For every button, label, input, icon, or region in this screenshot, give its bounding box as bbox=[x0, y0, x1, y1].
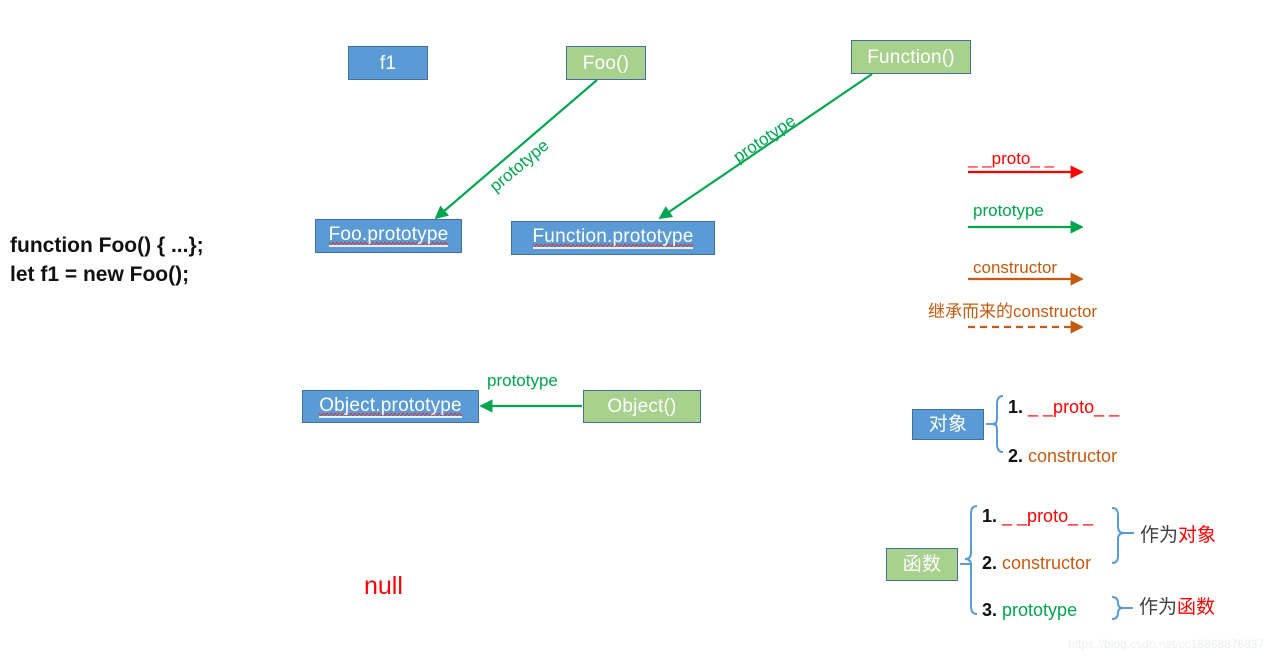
legend-label-constructor: constructor bbox=[973, 258, 1058, 277]
function-subbrace-as-function bbox=[1111, 596, 1124, 620]
legend-label-prototype: prototype bbox=[973, 201, 1044, 220]
function-group-item-2-text: constructor bbox=[1002, 553, 1092, 573]
node-object-prototype[interactable]: Object.prototype bbox=[302, 390, 479, 423]
code-line-2: let f1 = new Foo(); bbox=[10, 262, 190, 286]
node-foo-function-label: Foo() bbox=[582, 52, 630, 74]
object-group-item-2: 2. constructor bbox=[1008, 447, 1117, 465]
annotation-as-function-prefix: 作为 bbox=[1139, 597, 1178, 618]
edge-label-foo-prototype: prototype bbox=[485, 135, 553, 196]
node-function-group[interactable]: 函数 bbox=[886, 548, 958, 581]
node-function-function[interactable]: Function() bbox=[851, 40, 971, 74]
object-group-item-1: 1. _ _proto_ _ bbox=[1008, 398, 1119, 416]
node-foo-prototype[interactable]: Foo.prototype bbox=[315, 219, 462, 253]
edge-label-object-prototype: prototype bbox=[487, 371, 558, 390]
node-foo-function[interactable]: Foo() bbox=[566, 46, 646, 80]
node-object-group[interactable]: 对象 bbox=[912, 409, 984, 440]
edge-label-function-prototype: prototype bbox=[729, 110, 800, 167]
function-subbrace-as-object bbox=[1111, 507, 1125, 564]
annotation-as-function: 作为函数 bbox=[1139, 598, 1215, 617]
arrow-foo-to-foo-prototype bbox=[434, 79, 598, 220]
node-object-function-label: Object() bbox=[607, 396, 677, 417]
annotation-as-object: 作为对象 bbox=[1140, 526, 1216, 545]
function-group-item-3-text: prototype bbox=[1002, 600, 1078, 620]
node-function-prototype-label: Function.prototype bbox=[532, 226, 694, 249]
node-object-function[interactable]: Object() bbox=[583, 390, 701, 423]
code-snippet: function Foo() { ...}; let f1 = new Foo(… bbox=[10, 232, 204, 290]
node-f1-label: f1 bbox=[379, 52, 397, 74]
node-object-group-label: 对象 bbox=[928, 414, 968, 435]
function-group-item-1: 1. _ _proto_ _ bbox=[982, 507, 1093, 525]
annotation-as-object-highlight: 对象 bbox=[1178, 525, 1217, 546]
watermark: https://blog.csdn.net/cc18868876837 bbox=[1068, 637, 1265, 651]
function-group-item-1-number: 1. bbox=[982, 506, 998, 526]
object-group-brace bbox=[991, 395, 1004, 453]
function-group-brace bbox=[964, 505, 978, 615]
code-line-1: function Foo() { ...}; bbox=[10, 234, 204, 257]
function-group-item-2: 2. constructor bbox=[982, 554, 1091, 572]
annotation-as-object-prefix: 作为 bbox=[1140, 525, 1179, 546]
object-group-item-2-number: 2. bbox=[1008, 446, 1024, 466]
annotation-as-function-highlight: 函数 bbox=[1177, 597, 1216, 618]
object-group-item-2-text: constructor bbox=[1028, 446, 1118, 466]
function-group-item-3-number: 3. bbox=[982, 600, 998, 620]
function-group-item-2-number: 2. bbox=[982, 553, 998, 573]
node-function-group-label: 函数 bbox=[902, 554, 942, 575]
null-label: null bbox=[364, 572, 403, 600]
legend-label-inherited-constructor: 继承而来的constructor bbox=[928, 302, 1098, 321]
function-group-item-1-text: _ _proto_ _ bbox=[1002, 506, 1094, 526]
object-group-item-1-text: _ _proto_ _ bbox=[1028, 397, 1120, 417]
node-function-function-label: Function() bbox=[867, 46, 955, 68]
node-function-prototype[interactable]: Function.prototype bbox=[511, 221, 715, 255]
function-group-item-3: 3. prototype bbox=[982, 601, 1077, 619]
legend-label-proto: _ _proto_ _ bbox=[968, 149, 1055, 168]
node-foo-prototype-label: Foo.prototype bbox=[328, 224, 449, 247]
object-group-item-1-number: 1. bbox=[1008, 397, 1024, 417]
node-object-prototype-label: Object.prototype bbox=[319, 394, 462, 418]
node-f1[interactable]: f1 bbox=[348, 46, 428, 80]
